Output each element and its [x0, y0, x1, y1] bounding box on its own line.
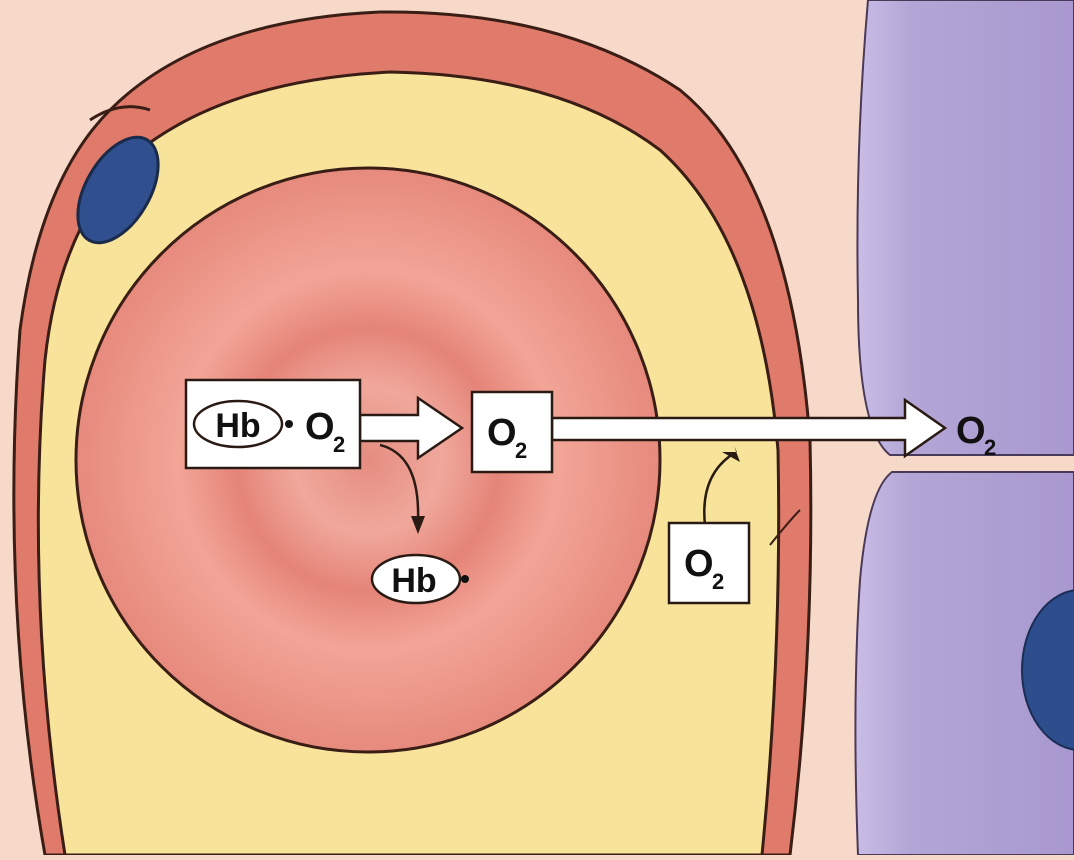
o2-plasma-subscript: 2: [712, 569, 724, 594]
hbo2-hb-text: Hb: [215, 407, 260, 445]
o2-tissue-text: O: [956, 410, 986, 452]
o2-plasma-label: O 2: [669, 523, 749, 603]
o2-tissue-subscript: 2: [984, 435, 996, 460]
red-blood-cell: [76, 168, 660, 752]
o2-rbc-subscript: 2: [515, 438, 527, 463]
o2-plasma-text: O: [684, 543, 714, 585]
hbo2-subscript: 2: [333, 432, 345, 457]
o2-rbc-text: O: [487, 412, 517, 454]
tissue-cell-upper: [857, 0, 1074, 455]
hbo2-o-text: O: [305, 406, 335, 448]
hbo2-complex-label: Hb O 2: [186, 380, 360, 468]
released-hb-text: Hb: [391, 562, 436, 600]
o2-rbc-label: O 2: [472, 392, 552, 472]
